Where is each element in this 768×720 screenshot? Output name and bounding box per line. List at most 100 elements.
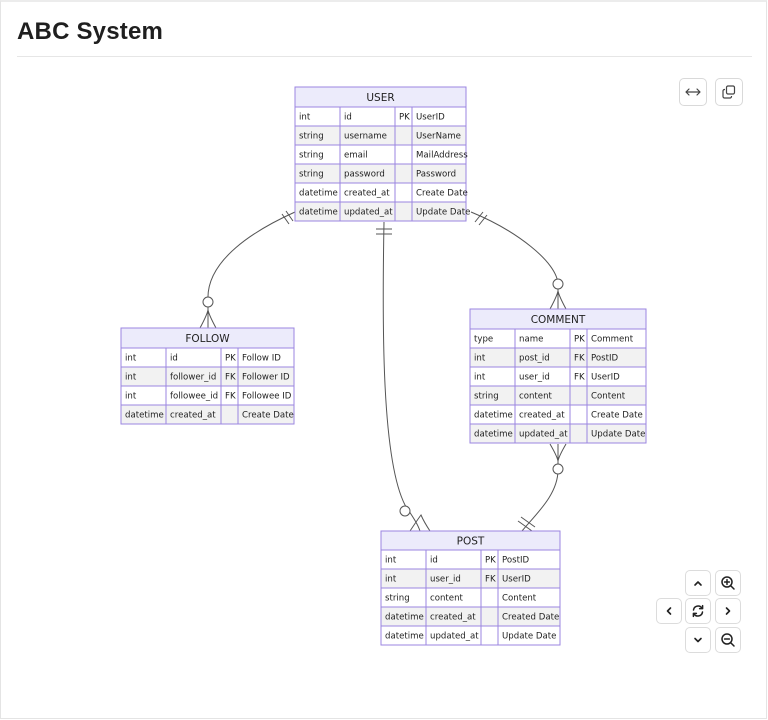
attribute-comment: Update Date bbox=[591, 430, 645, 440]
attribute-row bbox=[380, 549, 561, 570]
attribute-name: created_at bbox=[170, 411, 216, 421]
attribute-comment: Create Date bbox=[416, 189, 468, 199]
attribute-comment: UserName bbox=[416, 132, 461, 142]
cardinality-many-mark bbox=[409, 514, 431, 532]
zoom-out-button[interactable] bbox=[715, 627, 741, 653]
attribute-comment: Created Date bbox=[502, 613, 559, 623]
attribute-type: string bbox=[299, 151, 324, 161]
attribute-key: FK bbox=[225, 373, 236, 383]
attribute-type: datetime bbox=[125, 411, 164, 421]
attribute-row bbox=[120, 404, 295, 425]
attribute-type: datetime bbox=[299, 208, 338, 218]
attribute-type: datetime bbox=[474, 411, 513, 421]
cardinality-many-mark bbox=[199, 309, 217, 329]
attribute-name: user_id bbox=[430, 575, 461, 585]
zoom-in-button[interactable] bbox=[715, 570, 741, 596]
chevron-right-icon bbox=[725, 607, 731, 615]
attribute-name: updated_at bbox=[430, 632, 479, 642]
attribute-type: int bbox=[125, 354, 137, 364]
attribute-name: follower_id bbox=[170, 373, 216, 383]
attribute-name: id bbox=[430, 556, 438, 566]
attribute-name: name bbox=[519, 335, 543, 345]
attribute-key: PK bbox=[485, 556, 496, 566]
cardinality-zero-circle bbox=[399, 505, 411, 517]
attribute-comment: Comment bbox=[591, 335, 634, 345]
attribute-type: int bbox=[125, 373, 137, 383]
attribute-name: updated_at bbox=[519, 430, 568, 440]
attribute-comment: Create Date bbox=[591, 411, 643, 421]
chevron-up-icon bbox=[694, 581, 702, 586]
attribute-type: string bbox=[474, 392, 499, 402]
attribute-name: id bbox=[170, 354, 178, 364]
attribute-type: int bbox=[299, 113, 311, 123]
attribute-name: password bbox=[344, 170, 385, 180]
title-divider bbox=[17, 56, 752, 57]
chevron-left-icon bbox=[666, 607, 672, 615]
attribute-type: type bbox=[474, 335, 493, 345]
zoom-out-icon bbox=[721, 633, 735, 647]
page-title: ABC System bbox=[17, 18, 164, 45]
attribute-name: created_at bbox=[430, 613, 476, 623]
arrows-horizontal-icon bbox=[685, 88, 701, 96]
attribute-name: content bbox=[430, 594, 464, 604]
attribute-type: int bbox=[385, 556, 397, 566]
attribute-comment: Update Date bbox=[502, 632, 556, 642]
reset-view-button[interactable] bbox=[685, 598, 711, 624]
chevron-down-icon bbox=[694, 637, 702, 643]
attribute-comment: Follow ID bbox=[242, 354, 281, 364]
attribute-comment: Create Date bbox=[242, 411, 294, 421]
attribute-comment: UserID bbox=[416, 113, 445, 123]
attribute-type: datetime bbox=[474, 430, 513, 440]
relationship-post-comment bbox=[521, 444, 559, 532]
attribute-comment: Update Date bbox=[416, 208, 470, 218]
relationship-user-comment bbox=[470, 211, 559, 309]
attribute-type: int bbox=[474, 354, 486, 364]
attribute-name: created_at bbox=[519, 411, 565, 421]
attribute-name: id bbox=[344, 113, 352, 123]
attribute-name: post_id bbox=[519, 354, 550, 364]
attribute-comment: Content bbox=[502, 594, 537, 604]
cardinality-zero-circle bbox=[202, 296, 214, 308]
pan-down-button[interactable] bbox=[685, 627, 711, 653]
entity-title: COMMENT bbox=[531, 314, 586, 326]
attribute-key: FK bbox=[574, 354, 585, 364]
attribute-row bbox=[469, 423, 647, 444]
cardinality-many-mark bbox=[549, 290, 567, 310]
pan-up-button[interactable] bbox=[685, 570, 711, 596]
attribute-name: user_id bbox=[519, 373, 550, 383]
copy-button[interactable] bbox=[715, 78, 743, 106]
copy-icon bbox=[722, 85, 736, 99]
attribute-row bbox=[469, 347, 647, 368]
attribute-comment: MailAddress bbox=[416, 151, 468, 161]
cardinality-zero-circle bbox=[552, 463, 564, 475]
cardinality-many-mark bbox=[549, 443, 567, 462]
attribute-name: content bbox=[519, 392, 553, 402]
cardinality-one-mark bbox=[281, 210, 294, 225]
fit-width-button[interactable] bbox=[679, 78, 707, 106]
attribute-comment: UserID bbox=[591, 373, 620, 383]
relationship-user-follow bbox=[207, 211, 296, 328]
pan-right-button[interactable] bbox=[715, 598, 741, 624]
zoom-in-icon bbox=[721, 576, 735, 590]
refresh-icon bbox=[692, 604, 704, 618]
entity-title: POST bbox=[457, 535, 485, 547]
attribute-name: followee_id bbox=[170, 392, 218, 402]
attribute-type: datetime bbox=[385, 632, 424, 642]
attribute-comment: UserID bbox=[502, 575, 531, 585]
pan-left-button[interactable] bbox=[656, 598, 682, 624]
cardinality-one-mark bbox=[376, 228, 392, 235]
attribute-key: PK bbox=[399, 113, 410, 123]
attribute-name: updated_at bbox=[344, 208, 393, 218]
attribute-key: FK bbox=[485, 575, 496, 585]
entity-title: USER bbox=[366, 92, 394, 104]
attribute-type: int bbox=[125, 392, 137, 402]
attribute-type: string bbox=[385, 594, 410, 604]
cardinality-zero-circle bbox=[552, 278, 564, 290]
attribute-type: string bbox=[299, 132, 324, 142]
